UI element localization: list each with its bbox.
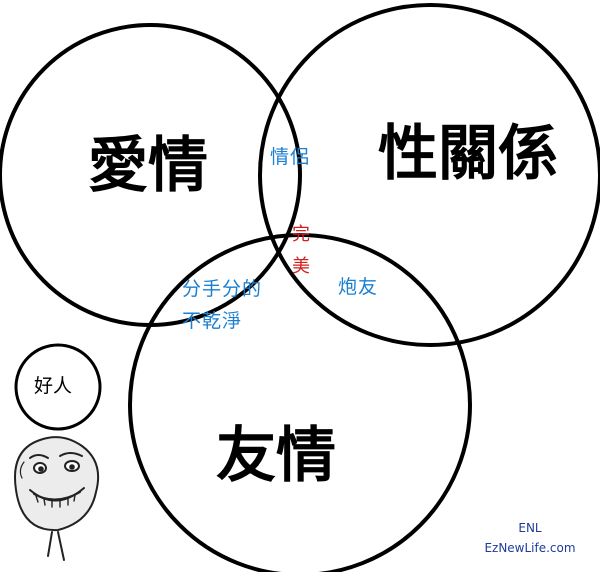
nice-guy-label: 好人 — [34, 375, 73, 397]
sex-circle — [258, 3, 600, 347]
friendship-circle — [128, 233, 472, 572]
friendship-label: 友情 — [216, 421, 336, 491]
sex-label: 性關係 — [378, 119, 558, 189]
forever-alone-face-icon — [14, 436, 100, 561]
love-label: 愛情 — [88, 131, 208, 201]
nice-guy-circle — [14, 343, 102, 431]
love-friendship-overlap-label-line2: 不乾淨 — [182, 310, 243, 332]
center-overlap-label-char1: 完 — [292, 224, 310, 245]
love-friendship-overlap-label-line1: 分手分的 — [182, 278, 263, 300]
watermark-url: EzNewLife.com — [484, 541, 576, 555]
watermark-logo: ENL — [518, 521, 542, 535]
center-overlap-label-char2: 美 — [292, 256, 310, 277]
love-sex-overlap-label: 情侶 — [270, 146, 311, 168]
sex-friendship-overlap-label: 炮友 — [338, 276, 379, 298]
